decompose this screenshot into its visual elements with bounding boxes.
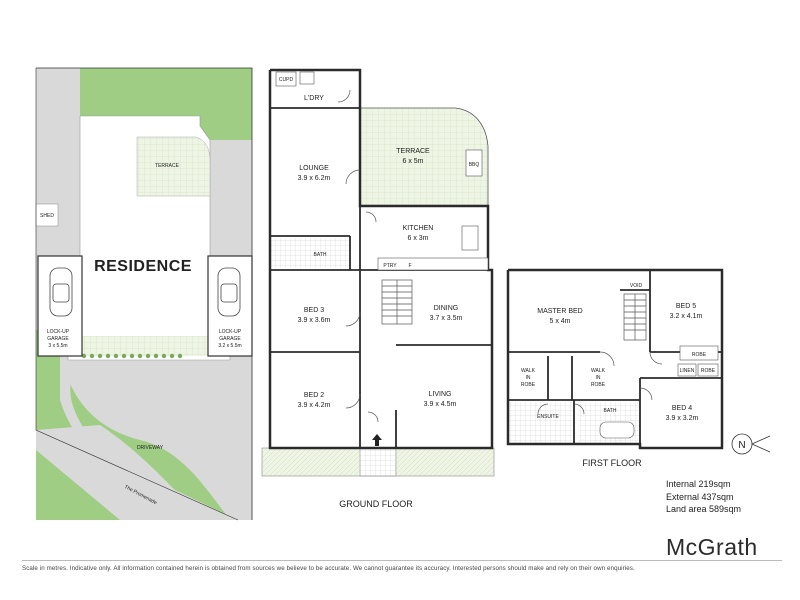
gf-stairs xyxy=(381,279,413,325)
site-terrace-label: TERRACE xyxy=(155,163,180,169)
external-area: External 437sqm xyxy=(666,491,734,502)
garage-right-label-3: 3.2 x 5.5m xyxy=(218,343,241,349)
gf-ptry-label: PTRY xyxy=(383,263,397,269)
gf-living-size: 3.9 x 4.5m xyxy=(424,401,457,408)
ff-door-swings xyxy=(537,351,663,415)
ff-robe2-box xyxy=(697,363,719,377)
site-residence-label: RESIDENCE xyxy=(94,258,192,275)
gf-ldry-label: L'DRY xyxy=(304,95,324,102)
ff-void-label: VOID xyxy=(630,283,643,289)
ff-robe-box xyxy=(679,345,719,361)
gf-bbq-label: BBQ xyxy=(469,162,480,168)
gf-cupd-label: CUPD xyxy=(279,77,294,83)
driveway-curve xyxy=(60,330,250,520)
ff-bathtub xyxy=(599,421,635,439)
gf-lounge-size: 3.9 x 6.2m xyxy=(298,175,331,182)
ff-wir1-line1: WALK xyxy=(521,368,536,374)
first-floor-plan: MASTER BED 5 x 4m VOID BED 5 3.2 x 4.1m … xyxy=(506,268,724,468)
site-boundary-left xyxy=(35,68,239,521)
garage-left-label-1: LOCK-UP xyxy=(47,329,70,335)
ff-ensuite-fill xyxy=(508,402,574,444)
ff-master-name: MASTER BED xyxy=(537,308,583,315)
gf-title: GROUND FLOOR xyxy=(339,499,413,509)
site-terrace xyxy=(136,136,211,197)
gf-fridge-label: F xyxy=(408,263,411,269)
gf-bbq xyxy=(465,149,483,177)
garage-left-label-2: GARAGE xyxy=(47,336,69,342)
north-compass-icon: N xyxy=(731,433,771,455)
gf-bath-fill xyxy=(270,238,350,268)
site-plan: RESIDENCE TERRACE SHED LOCK-UP GARAGE 3 … xyxy=(35,67,253,521)
ff-stairs xyxy=(623,293,647,341)
ff-wir2-line2: IN xyxy=(596,375,601,381)
ff-bath-label: BATH xyxy=(604,408,617,414)
garage-left-label-3: 3 x 5.5m xyxy=(48,343,67,349)
driveway-label: DRIVEWAY xyxy=(137,445,164,451)
hedge-dots xyxy=(81,353,183,359)
ff-title: FIRST FLOOR xyxy=(582,458,642,468)
car-left-icon xyxy=(49,267,73,317)
gf-living-name: LIVING xyxy=(429,391,452,398)
footer-divider xyxy=(22,560,782,561)
gf-bed3-size: 3.9 x 3.6m xyxy=(298,317,331,324)
ff-wir2-line3: ROBE xyxy=(591,382,606,388)
internal-area: Internal 219sqm xyxy=(666,479,731,489)
ff-bed4-name: BED 4 xyxy=(672,405,692,412)
gf-cupd xyxy=(275,71,297,87)
ff-robe-label: ROBE xyxy=(692,352,707,358)
garage-right-label-2: GARAGE xyxy=(219,336,241,342)
gf-terrace-size: 6 x 5m xyxy=(402,158,423,165)
land-area: Land area 589sqm xyxy=(666,504,742,514)
gf-entry-step xyxy=(359,447,397,477)
disclaimer-text: Scale in metres. Indicative only. All in… xyxy=(22,565,635,572)
ff-ensuite-label: ENSUITE xyxy=(537,414,559,420)
gf-terrace-fill xyxy=(360,108,488,206)
ff-wir2-line1: WALK xyxy=(591,368,606,374)
site-shed-label: SHED xyxy=(40,213,54,219)
gf-kitchen-bench xyxy=(377,257,489,271)
car-right-icon xyxy=(217,267,241,317)
garden-strip xyxy=(80,336,210,356)
gf-lounge-name: LOUNGE xyxy=(299,165,329,172)
gf-dining-size: 3.7 x 3.5m xyxy=(430,315,463,322)
entry-arrow-icon xyxy=(372,434,382,446)
gf-kitchen-name: KITCHEN xyxy=(403,225,434,232)
gf-bed2-size: 3.9 x 4.2m xyxy=(298,402,331,409)
brand-logo: McGrath xyxy=(666,534,758,560)
ff-bed5-size: 3.2 x 4.1m xyxy=(670,313,703,320)
gf-bed2-name: BED 2 xyxy=(304,392,324,399)
ff-master-size: 5 x 4m xyxy=(549,318,570,325)
ff-robe2-label: ROBE xyxy=(701,368,716,374)
driveway xyxy=(36,425,238,520)
ff-bed4-size: 3.9 x 3.2m xyxy=(666,415,699,422)
garage-right-label-1: LOCK-UP xyxy=(219,329,242,335)
ff-wir1-line2: IN xyxy=(526,375,531,381)
gf-terrace-edge xyxy=(360,107,489,206)
gf-dining-name: DINING xyxy=(434,305,459,312)
area-summary: Internal 219sqm External 437sqm Land are… xyxy=(666,478,741,516)
ff-linen-label: LINEN xyxy=(680,368,695,374)
gf-door-swings xyxy=(337,89,379,423)
gf-kitchen-island xyxy=(461,225,479,251)
ff-wir1-line3: ROBE xyxy=(521,382,536,388)
gf-terrace-name: TERRACE xyxy=(396,148,430,155)
ff-linen-box xyxy=(677,363,697,377)
gf-laundry-tub xyxy=(299,71,315,85)
site-boundary xyxy=(36,67,253,520)
gf-bed3-name: BED 3 xyxy=(304,307,324,314)
svg-text:N: N xyxy=(738,440,745,451)
ground-floor-plan: CUPD L'DRY LOUNGE 3.9 x 6.2m TERRACE 6 x… xyxy=(261,68,495,509)
gf-bath-label: BATH xyxy=(314,252,327,258)
ff-bed5-name: BED 5 xyxy=(676,303,696,310)
gf-kitchen-size: 6 x 3m xyxy=(407,235,428,242)
